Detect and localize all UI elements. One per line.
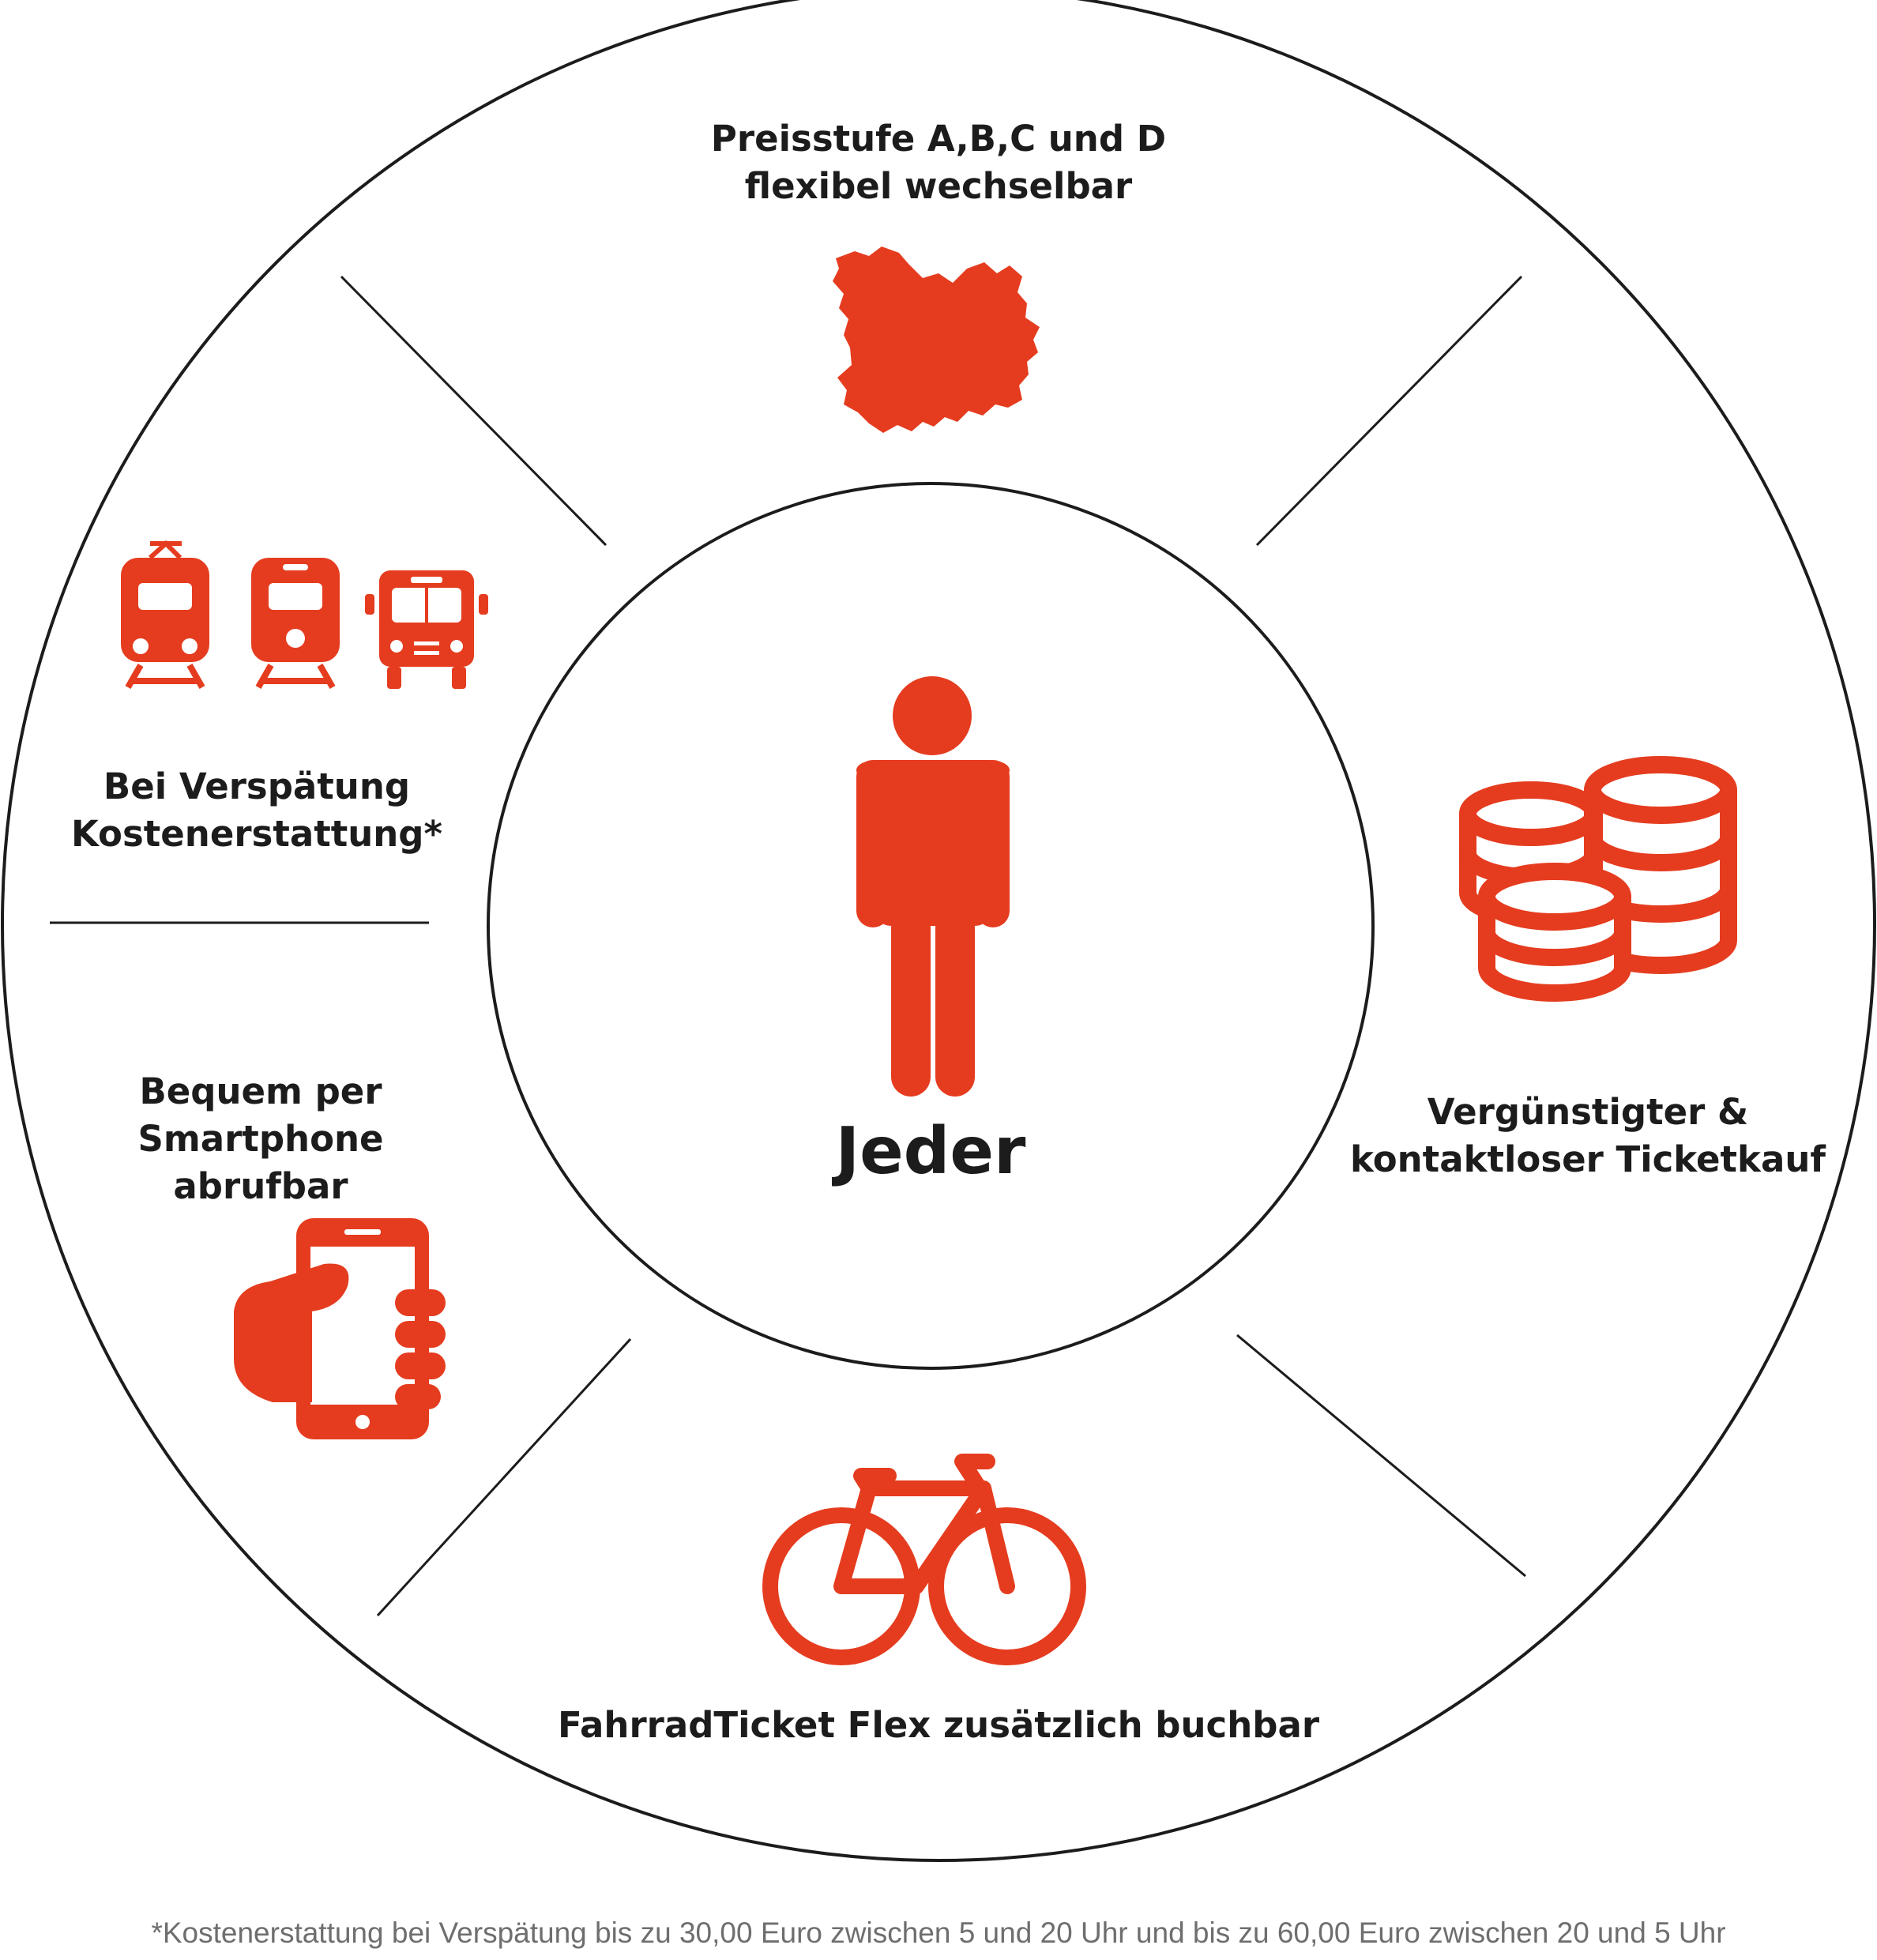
label-left-lower: Bequem per Smartphone abrufbar [137, 1070, 384, 1207]
divider-bottom-left [376, 1337, 632, 1617]
person-icon [856, 676, 1010, 1097]
center-label: Jeder [835, 1114, 1026, 1189]
coins-icon [1459, 756, 1737, 1002]
outer-circle [1, 0, 1876, 1862]
smartphone-hand-icon [234, 1218, 446, 1439]
divider-top-right [1255, 275, 1523, 547]
divider-bottom-right [1236, 1334, 1526, 1578]
tram-icon [121, 540, 209, 689]
train-icon [251, 558, 340, 689]
label-right: Vergünstigter & kontaktloser Ticketkauf [1350, 1091, 1826, 1180]
bicycle-icon [762, 1454, 1086, 1665]
divider-lines [50, 275, 1526, 1617]
bus-icon [365, 570, 488, 689]
label-bottom: FahrradTicket Flex zusätzlich buchbar [557, 1704, 1320, 1746]
label-left-upper: Bei Verspätung Kostenerstattung* [70, 766, 443, 855]
inner-circle [487, 482, 1375, 1370]
footnote: *Kostenerstattung bei Verspätung bis zu … [151, 1917, 1726, 1949]
label-top: Preisstufe A,B,C und D flexibel wechselb… [710, 118, 1167, 207]
map-region-icon [833, 246, 1040, 433]
divider-top-left [340, 275, 607, 547]
